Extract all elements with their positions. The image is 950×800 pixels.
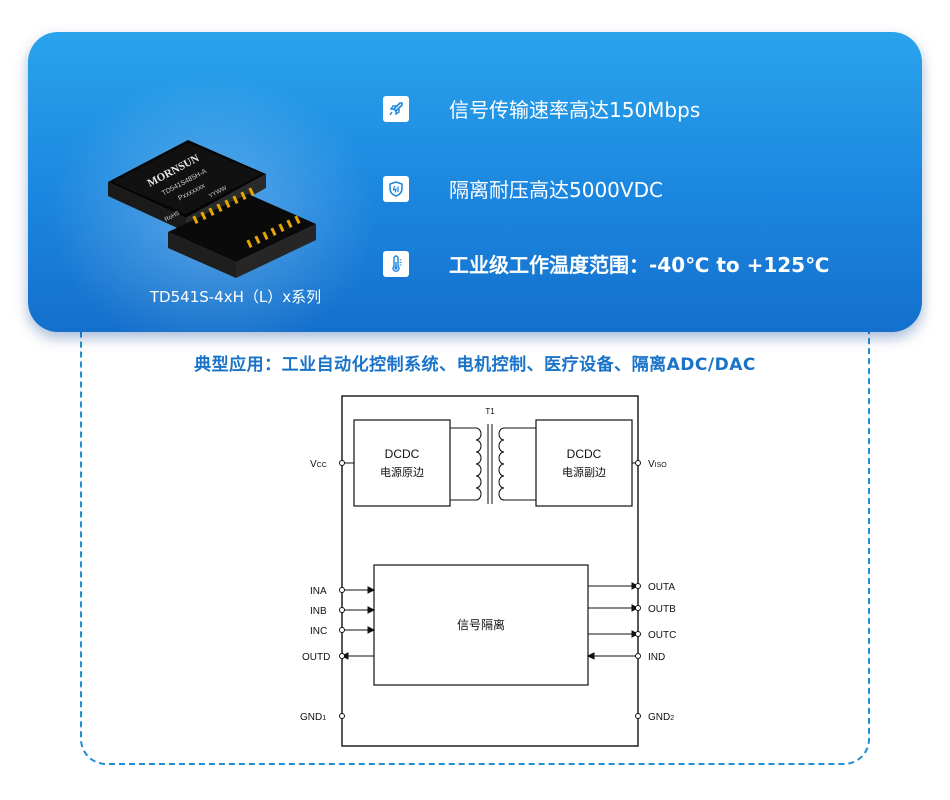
product-chip-image: MORNSUN TD541S485H-A Pxxxxxxx RoHS YYWW [108, 140, 316, 278]
product-series-name: TD541S-4xH（L）x系列 [149, 288, 322, 306]
dcdc-primary-block [353, 419, 451, 507]
pin-label-outb: OUTB [648, 604, 676, 615]
outa-pin [635, 583, 641, 589]
chip-bottom-side-left [168, 232, 236, 278]
viso-pin [635, 460, 641, 466]
gnd1-label: GND1 [300, 712, 326, 723]
signal-isolation-label: 信号隔离 [457, 617, 505, 632]
right-pin-group [586, 582, 640, 660]
dcdc-primary-subtitle: 电源原边 [380, 465, 424, 479]
pin-label-outa: OUTA [648, 582, 675, 593]
feature-item-temperature: 工业级工作温度范围：-40℃ to +125℃ [383, 249, 829, 278]
dcdc-secondary-title: DCDC [567, 447, 602, 461]
block-diagram: DCDC 电源原边 DCDC 电源副边 T1 VCC VISO 信号隔离 INA… [300, 395, 676, 747]
feature-item-isolation: 隔离耐压高达5000VDC [383, 174, 663, 203]
pin-label-ind: IND [648, 652, 665, 663]
transformer-label: T1 [485, 407, 495, 416]
pin-label-outc: OUTC [648, 630, 676, 641]
pin-label-inc: INC [310, 626, 327, 637]
inc-pin [339, 627, 345, 633]
signal-isolation-block [373, 564, 589, 686]
rocket-icon [383, 95, 409, 122]
pin-label-outd: OUTD [302, 652, 330, 663]
chip-top-face [112, 143, 262, 214]
feature-banner: MORNSUN TD541S485H-A Pxxxxxxx RoHS YYWW [28, 32, 922, 332]
feature-text-isolation: 隔离耐压高达5000VDC [449, 178, 663, 202]
vcc-label: VCC [310, 459, 327, 470]
applications-caption: 典型应用：工业自动化控制系统、电机控制、医疗设备、隔离ADC/DAC [194, 355, 756, 375]
package-outline [341, 395, 639, 747]
outc-pin [635, 631, 641, 637]
dcdc-primary-title: DCDC [385, 447, 420, 461]
vcc-pin [339, 460, 345, 466]
feature-text-temperature: 工业级工作温度范围：-40℃ to +125℃ [449, 253, 830, 277]
shield-icon [383, 175, 409, 202]
gnd2-pin [635, 713, 641, 719]
thermometer-icon [383, 250, 409, 277]
gnd2-label: GND2 [648, 712, 674, 723]
chip-pins [192, 187, 301, 249]
ina-pin [339, 587, 345, 593]
feature-text-speed: 信号传输速率高达150Mbps [449, 98, 701, 122]
dcdc-secondary-block [535, 419, 633, 507]
pin-label-ina: INA [310, 586, 327, 597]
pin-label-inb: INB [310, 606, 327, 617]
ind-pin [635, 653, 641, 659]
outb-pin [635, 605, 641, 611]
dcdc-secondary-subtitle: 电源副边 [562, 465, 606, 479]
outd-pin [339, 653, 345, 659]
transformer-symbol [450, 424, 536, 504]
gnd1-pin [339, 713, 345, 719]
feature-item-speed: 信号传输速率高达150Mbps [383, 94, 700, 123]
viso-label: VISO [648, 459, 667, 470]
chip-bottom-side-right [236, 224, 316, 278]
inb-pin [339, 607, 345, 613]
chip-bottom-top [168, 194, 316, 262]
left-pin-group [340, 586, 376, 660]
chip-top-side-left [108, 182, 186, 232]
